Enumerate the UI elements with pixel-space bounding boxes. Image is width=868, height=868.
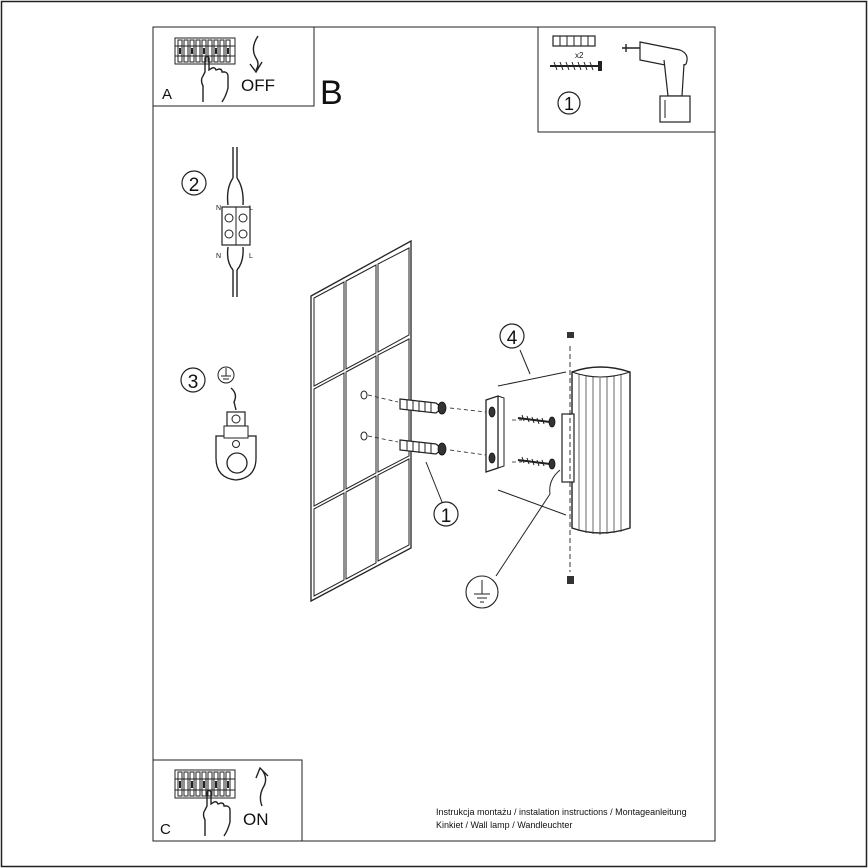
- panel-c: C ON: [152, 759, 303, 842]
- anchor-upper: [399, 398, 447, 415]
- panel-b-letter: B: [320, 74, 343, 112]
- ground-step: 3: [180, 366, 257, 481]
- screw-upper: [517, 414, 556, 428]
- tools-step-number: 1: [557, 91, 581, 115]
- panel-c-letter: C: [160, 821, 171, 838]
- lamp-cable: [226, 246, 244, 297]
- live-label-top: L: [249, 205, 253, 212]
- screw-lower: [517, 456, 556, 470]
- wiring-step: 2 N L N L: [181, 147, 253, 297]
- arrow-down-icon: [249, 35, 263, 74]
- hand-icon: [200, 55, 229, 103]
- svg-text:4: 4: [507, 328, 518, 349]
- lamp-ground-symbol-icon: [465, 493, 551, 609]
- panel-a-box: [152, 26, 315, 107]
- panel-a-action: OFF: [241, 76, 275, 95]
- panel-a: A OFF: [152, 26, 315, 107]
- wiring-step-number: 2: [181, 170, 207, 196]
- bracket-step-number: 4: [499, 323, 531, 375]
- arrow-up-icon: [255, 766, 269, 807]
- bracket-projection-lines: [497, 371, 567, 516]
- tools-panel: x2 1: [537, 26, 716, 133]
- neutral-label-bottom: N: [216, 253, 221, 260]
- drill-icon: [622, 41, 691, 123]
- panel-c-action: ON: [243, 810, 269, 829]
- panel-a-letter: A: [162, 86, 172, 103]
- screw-icon: [550, 61, 602, 71]
- mounting-bracket-icon: [485, 395, 505, 473]
- hand-icon: [202, 789, 231, 837]
- svg-text:1: 1: [441, 506, 452, 527]
- wall-lamp-icon: [549, 332, 631, 584]
- ground-terminal-icon: [215, 411, 257, 481]
- neutral-label-top: N: [216, 205, 221, 212]
- live-label-bottom: L: [249, 253, 253, 260]
- wall-tile-icon: [310, 239, 412, 603]
- ground-symbol-icon: [217, 366, 235, 384]
- svg-text:1: 1: [564, 94, 574, 114]
- footer-line-1: Instrukcja montażu / instalation instruc…: [436, 807, 687, 817]
- quantity-label: x2: [575, 51, 584, 60]
- main-frame: [152, 26, 716, 842]
- footer-line-2: Kinkiet / Wall lamp / Wandleuchter: [436, 820, 572, 830]
- terminal-block-icon: [221, 206, 251, 246]
- guide-lines: [367, 394, 522, 463]
- ground-wire: [230, 387, 237, 411]
- wall-plug-icon: [552, 35, 596, 47]
- svg-text:3: 3: [188, 372, 199, 393]
- ground-step-number: 3: [180, 367, 206, 393]
- supply-cable: [226, 147, 244, 206]
- circuit-breaker-icon: [174, 769, 236, 799]
- svg-text:2: 2: [189, 175, 200, 196]
- anchor-lower: [399, 439, 447, 456]
- anchors-step-number: 1: [425, 461, 459, 527]
- circuit-breaker-icon: [174, 37, 236, 65]
